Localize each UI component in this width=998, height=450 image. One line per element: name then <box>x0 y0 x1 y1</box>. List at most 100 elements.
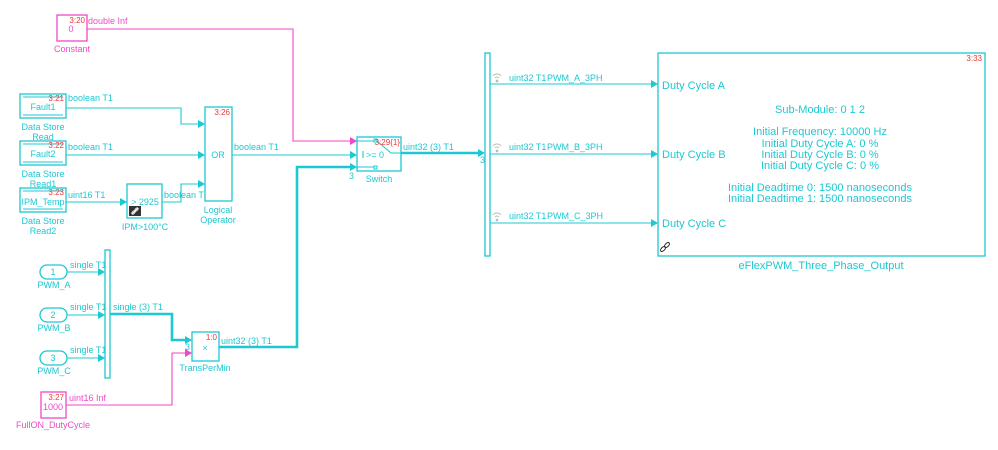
sample-time: 1:0 <box>206 333 218 342</box>
compare-to-constant-block[interactable]: > 2925 IPM>100°C <box>122 183 169 232</box>
block-name: TransPerMin <box>179 363 230 373</box>
block-name: PWM_A <box>37 280 70 290</box>
arrowhead <box>98 354 105 362</box>
signal-label: uint32 (3) T1 <box>221 336 272 346</box>
signal-label: uint16 Inf <box>69 393 107 403</box>
arrowhead <box>478 149 485 157</box>
sample-time: 3:29{1} <box>375 138 401 147</box>
mux-block[interactable] <box>104 249 111 379</box>
mask-text: Sub-Module: 0 1 2 <box>775 104 865 116</box>
block-value: 1000 <box>43 402 63 412</box>
demux-block[interactable] <box>484 52 491 257</box>
block-name: Switch <box>366 174 393 184</box>
sample-time: 3:22 <box>48 141 64 150</box>
product-block[interactable]: 1:0 × 3 TransPerMin <box>179 331 231 373</box>
block-name: Constant <box>54 44 91 54</box>
product-output-wire[interactable] <box>219 165 350 349</box>
arrowhead <box>651 80 658 88</box>
inport-pwm-a[interactable]: 1 PWM_A <box>37 264 71 290</box>
wires <box>66 28 658 406</box>
sample-time: 3:33 <box>966 54 982 63</box>
port-number: 1 <box>50 267 55 277</box>
block-name: PWM_C <box>37 366 71 376</box>
block-value: > 2925 <box>131 197 159 207</box>
signal-name: PWM_C_3PH <box>547 211 603 221</box>
compare-wire[interactable] <box>162 183 198 203</box>
eflexpwm-subsystem-block[interactable]: 3:33 Duty Cycle A Duty Cycle B Duty Cycl… <box>657 52 986 272</box>
signal-log-icon <box>492 73 502 222</box>
mask-text: Initial Deadtime 1: 1500 nanoseconds <box>728 193 913 205</box>
port-width-label: 3 <box>480 155 485 165</box>
mask-text: Initial Duty Cycle B: 0 % <box>761 149 879 161</box>
constant-block[interactable]: 3:20 0 Constant <box>54 14 91 54</box>
signal-label: boolean T1 <box>68 142 113 152</box>
sample-time: 3:21 <box>48 94 64 103</box>
signal-label: uint32 T1 <box>509 211 546 221</box>
block-name: FullON_DutyCycle <box>16 420 90 430</box>
signal-label: uint32 T1 <box>509 142 546 152</box>
constant-wire[interactable] <box>87 28 350 142</box>
block-name: IPM>100°C <box>122 222 169 232</box>
mask-text: Initial Deadtime 0: 1500 nanoseconds <box>728 182 913 194</box>
block-name: Logical <box>204 205 233 215</box>
inport-pwm-c[interactable]: 3 PWM_C <box>37 350 71 376</box>
mask-text: Initial Duty Cycle C: 0 % <box>761 160 879 172</box>
mask-text: Initial Duty Cycle A: 0 % <box>762 138 879 150</box>
mask-text: Initial Frequency: 10000 Hz <box>753 126 887 138</box>
output-labels: uint32 T1 PWM_A_3PH uint32 T1 PWM_B_3PH … <box>492 73 603 222</box>
signal-label: boolean T1 <box>68 93 113 103</box>
sample-time: 3:23 <box>48 188 64 197</box>
sample-time: 3:27 <box>48 393 64 402</box>
inport-pwm-b[interactable]: 2 PWM_B <box>37 307 71 333</box>
block-name: eFlexPWM_Three_Phase_Output <box>738 260 903 272</box>
port-width-label: 3 <box>185 342 190 352</box>
port-number: 2 <box>50 310 55 320</box>
block-name: Operator <box>200 215 236 225</box>
arrowhead <box>350 163 357 171</box>
arrowhead <box>198 151 205 159</box>
signal-name: PWM_B_3PH <box>547 142 603 152</box>
arrowhead <box>651 219 658 227</box>
port-label: Duty Cycle B <box>662 149 726 161</box>
sample-time: 3:20 <box>69 16 85 25</box>
arrowhead <box>98 311 105 319</box>
arrowhead <box>350 151 357 159</box>
signal-label: single T1 <box>70 260 106 270</box>
signal-label: uint32 T1 <box>509 73 546 83</box>
arrowhead <box>651 150 658 158</box>
signal-label: double Inf <box>88 16 128 26</box>
logical-operator-block[interactable]: 3:26 OR Logical Operator <box>200 106 236 225</box>
full-on-wire[interactable] <box>66 352 185 406</box>
signal-name: PWM_A_3PH <box>547 73 603 83</box>
port-label: Duty Cycle A <box>662 80 726 92</box>
block-name: Read <box>32 132 54 142</box>
arrowhead <box>350 137 357 145</box>
signal-label: boolean T1 <box>234 142 279 152</box>
link-icon <box>660 242 670 252</box>
signal-label: single T1 <box>70 302 106 312</box>
data-store-read-fault1[interactable]: 3:21 Fault1 Data Store Read <box>19 93 67 142</box>
arrowhead <box>185 349 192 357</box>
operator: OR <box>211 150 225 160</box>
arrowhead <box>98 268 105 276</box>
arrowhead <box>185 336 192 344</box>
full-on-constant-block[interactable]: 3:27 1000 FullON_DutyCycle <box>16 391 90 430</box>
multiply-symbol: × <box>202 343 207 353</box>
signal-label: boolean T1 <box>164 190 209 200</box>
switch-criteria: >= 0 <box>366 150 384 160</box>
arrowhead <box>120 198 127 206</box>
signal-label: uint16 T1 <box>68 190 105 200</box>
block-value: 0 <box>68 24 73 34</box>
block-name: Read2 <box>30 226 57 236</box>
switch-block[interactable]: 3:29{1} >= 0 3 Switch <box>349 136 402 184</box>
data-store-read-fault2[interactable]: 3:22 Fault2 Data Store Read1 <box>19 140 67 189</box>
block-name: Data Store <box>21 122 64 132</box>
block-value: Fault2 <box>30 149 55 159</box>
data-store-read-ipm-temp[interactable]: 3:23 IPM_Temp Data Store Read2 <box>19 187 67 236</box>
mux-output-wire[interactable] <box>110 312 185 342</box>
sample-time: 3:26 <box>214 108 230 117</box>
fault1-wire[interactable] <box>66 107 198 125</box>
block-name: Data Store <box>21 216 64 226</box>
block-value: Fault1 <box>30 102 55 112</box>
